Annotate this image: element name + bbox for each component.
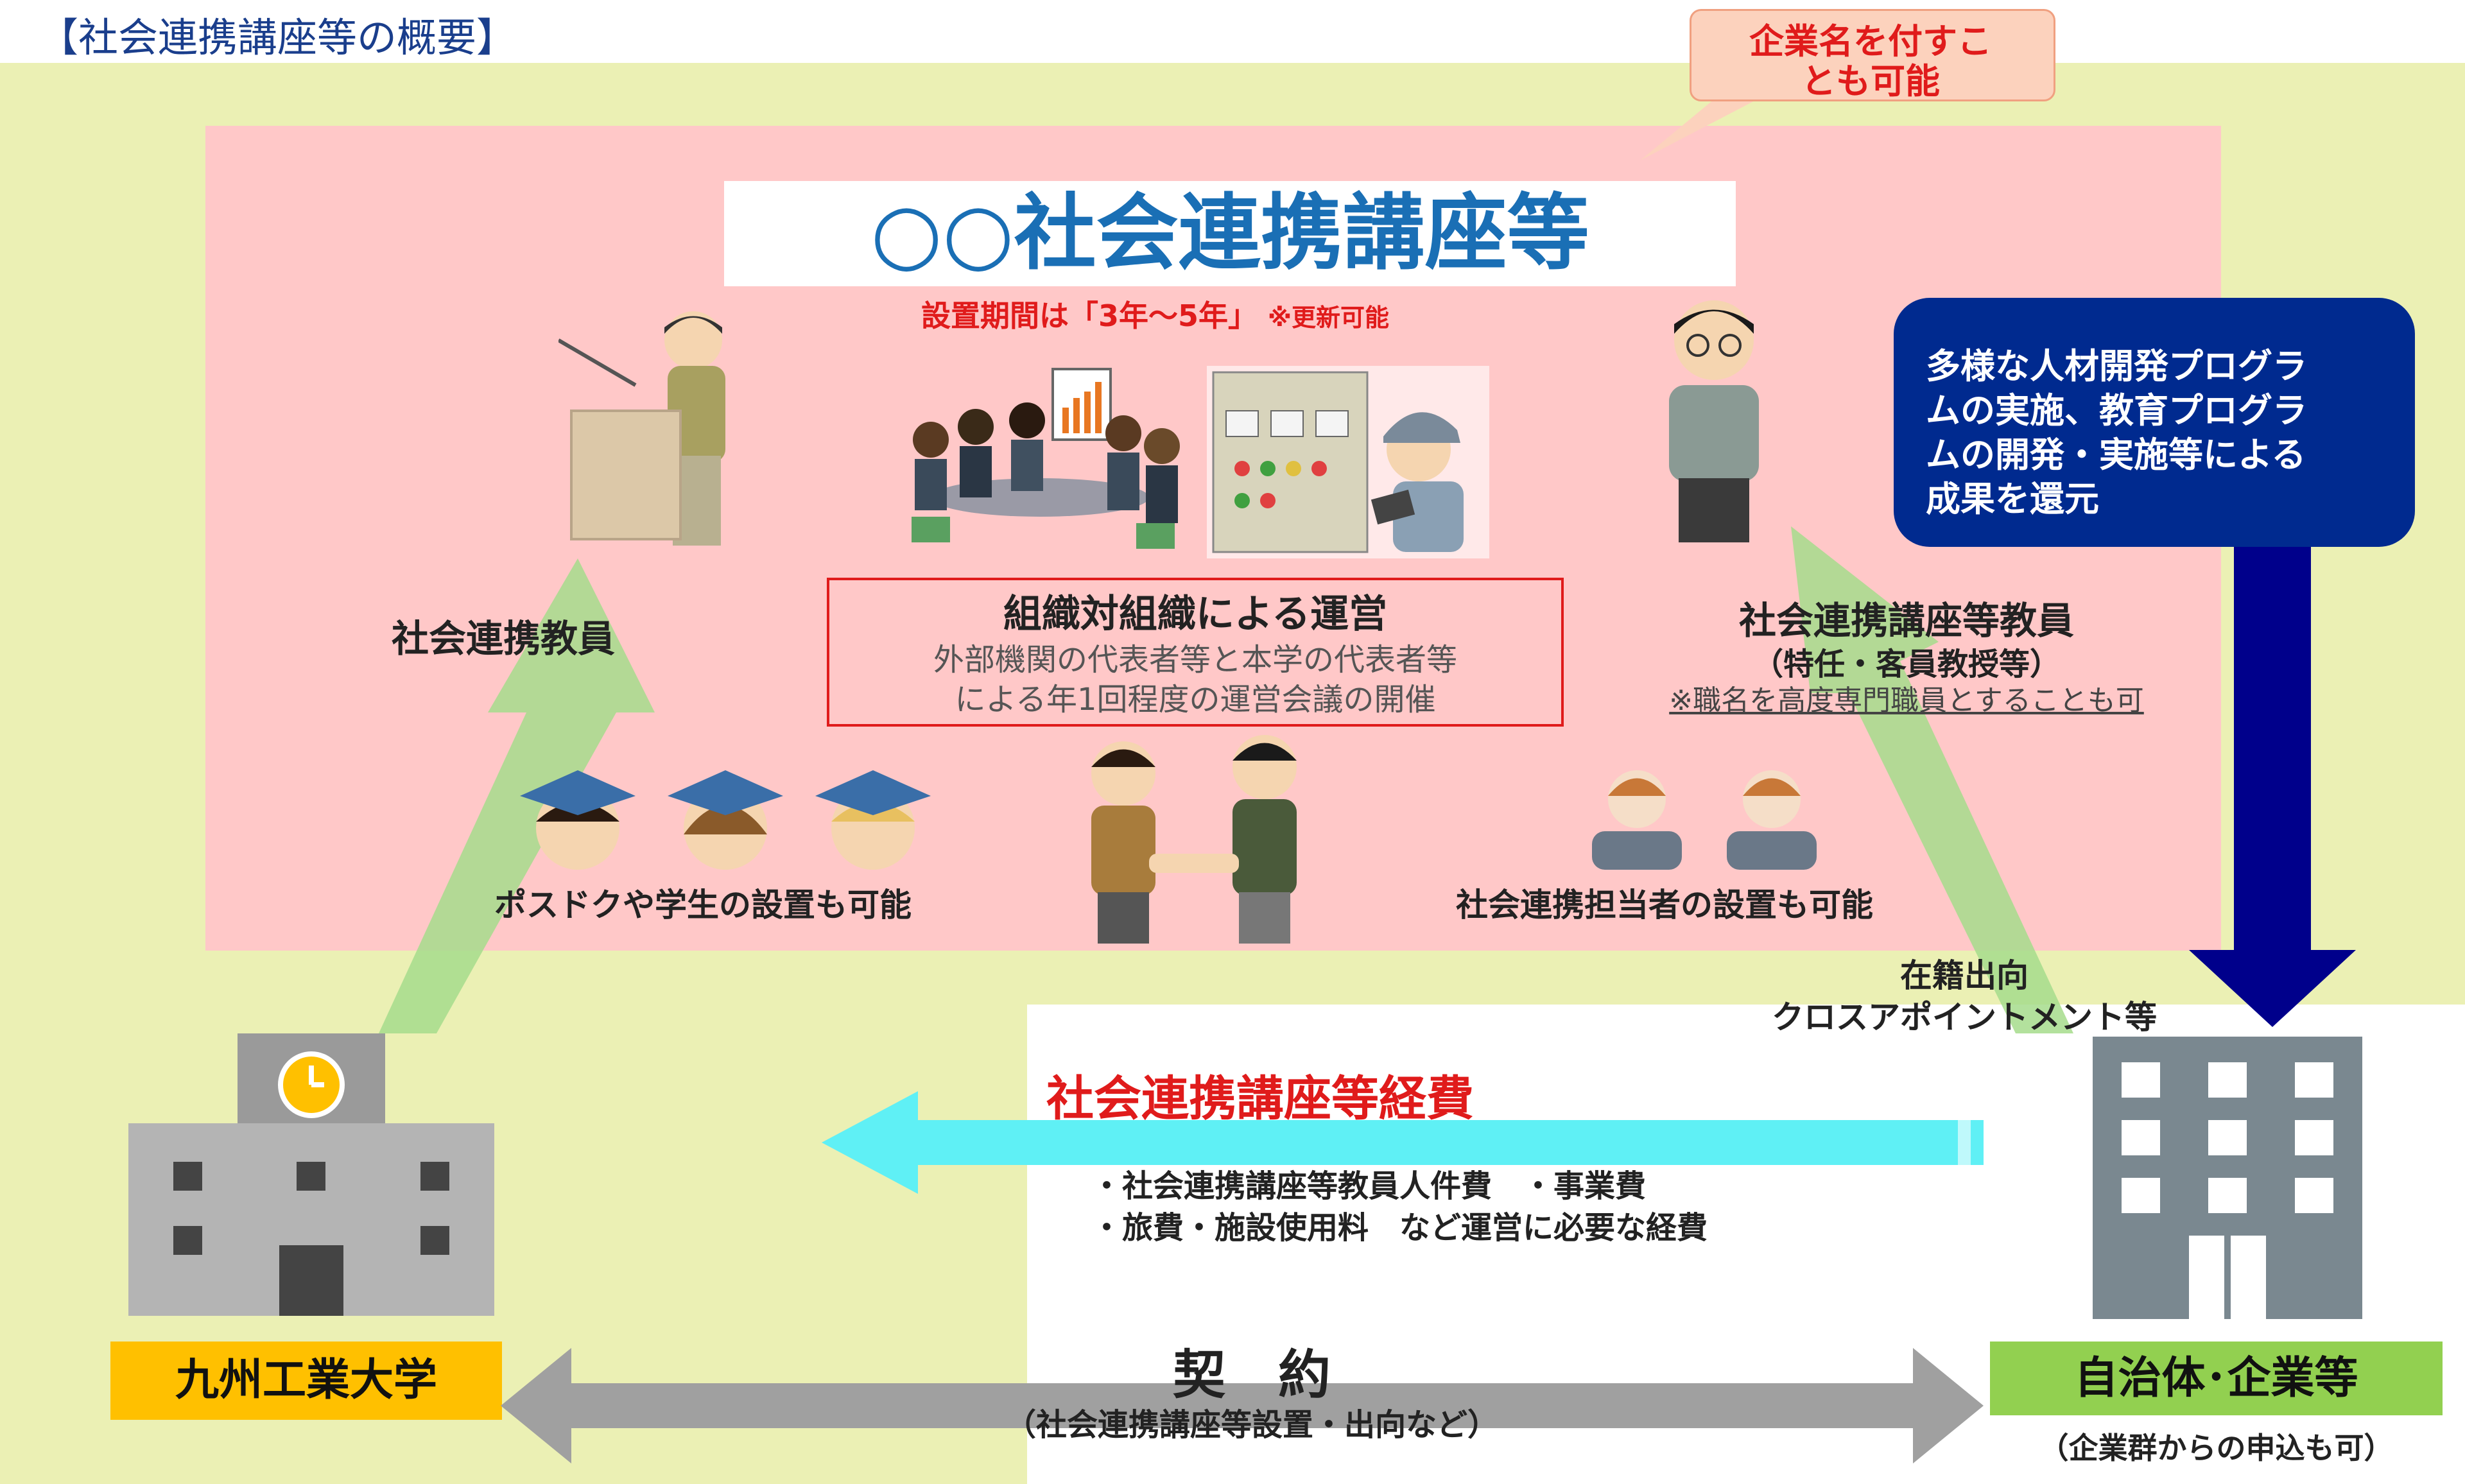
contract-double-arrow — [501, 1348, 1984, 1463]
cyan-left-arrow — [822, 1091, 1984, 1194]
handshake-icon — [1091, 735, 1297, 944]
staff-label: 社会連携担当者の設置も可能 — [1456, 886, 1873, 924]
navy-down-arrow — [2189, 526, 2356, 1027]
staff-illustration — [1586, 761, 1829, 870]
operation-title: 組織対組織による運営 — [1003, 592, 1388, 637]
partner-building — [2093, 1037, 2362, 1319]
school-building-icon — [128, 1033, 494, 1316]
dispatch-line1: 在籍出向 — [1900, 957, 2028, 994]
operation-line1: 外部機関の代表者等と本学の代表者等 — [933, 642, 1457, 678]
results-box — [1894, 298, 2415, 547]
students-icon — [520, 770, 931, 870]
university-label: 九州工業大学 — [175, 1355, 437, 1406]
results-line2: ムの実施、教育プログラ — [1926, 390, 2307, 431]
right-teacher-sub: （特任・客員教授等） — [1752, 646, 2061, 682]
expenses-line1: ・社会連携講座等教員人件費 ・事業費 — [1091, 1168, 1647, 1204]
dispatch-line2: クロスアポイントメント等 — [1772, 999, 2157, 1036]
staff-teacher-icon — [1669, 300, 1759, 542]
partner-sub: （企業群からの申込も可） — [2039, 1431, 2394, 1465]
lecturer-illustration — [557, 302, 764, 558]
students-illustration — [514, 764, 937, 873]
control-panel-icon — [1207, 366, 1489, 558]
meeting-illustration — [899, 363, 1188, 562]
partner-label-box — [1990, 1342, 2443, 1415]
university-label-box — [110, 1342, 502, 1420]
page-title: 【社会連携講座等の概要】 — [39, 14, 517, 61]
operation-box — [827, 578, 1564, 727]
results-line1: 多様な人材開発プログラ — [1926, 346, 2307, 386]
contract-sub: （社会連携講座等設置・出向など） — [1005, 1407, 1498, 1443]
callout-tail — [1640, 83, 1788, 160]
green-arrow-right — [1791, 526, 2073, 1033]
meeting-icon — [912, 368, 1180, 549]
contract-title: 契 約 — [1172, 1345, 1331, 1406]
operation-line2: による年1回程度の運営会議の開催 — [955, 682, 1436, 718]
university-building — [128, 1033, 494, 1316]
partner-label: 自治体･企業等 — [2074, 1353, 2358, 1404]
control-panel-illustration — [1207, 366, 1489, 558]
callout-line1: 企業名を付すこ — [1749, 21, 1992, 62]
expenses-line2: ・旅費・施設使用料 など運営に必要な経費 — [1091, 1210, 1708, 1246]
handshake-illustration — [1072, 729, 1316, 947]
callout-line2: とも可能 — [1801, 61, 1940, 101]
left-teacher-label: 社会連携教員 — [392, 617, 616, 660]
results-line4: 成果を還元 — [1926, 479, 2099, 519]
results-line3: ムの開発・実施等による — [1926, 435, 2306, 475]
lecturer-icon — [557, 311, 725, 546]
callout-bubble — [1690, 9, 2055, 101]
main-title: ○○社会連携講座等 — [870, 186, 1589, 281]
staff-teacher-illustration — [1643, 295, 1785, 546]
expenses-title: 社会連携講座等経費 — [1046, 1071, 1474, 1126]
period-main: 設置期間は「3年～5年」 — [921, 298, 1258, 333]
staff-icon — [1592, 770, 1817, 870]
right-teacher-note: ※職名を高度専門職員とすることも可 — [1669, 684, 2144, 717]
office-building-icon — [2093, 1037, 2362, 1319]
green-arrow-left — [379, 558, 655, 1033]
right-teacher-label: 社会連携講座等教員 — [1738, 599, 2074, 643]
period-text: 設置期間は「3年～5年」 ※更新可能 — [921, 293, 1389, 335]
students-label: ポスドクや学生の設置も可能 — [494, 886, 912, 924]
period-note: ※更新可能 — [1268, 304, 1389, 332]
main-title-box — [724, 181, 1736, 286]
